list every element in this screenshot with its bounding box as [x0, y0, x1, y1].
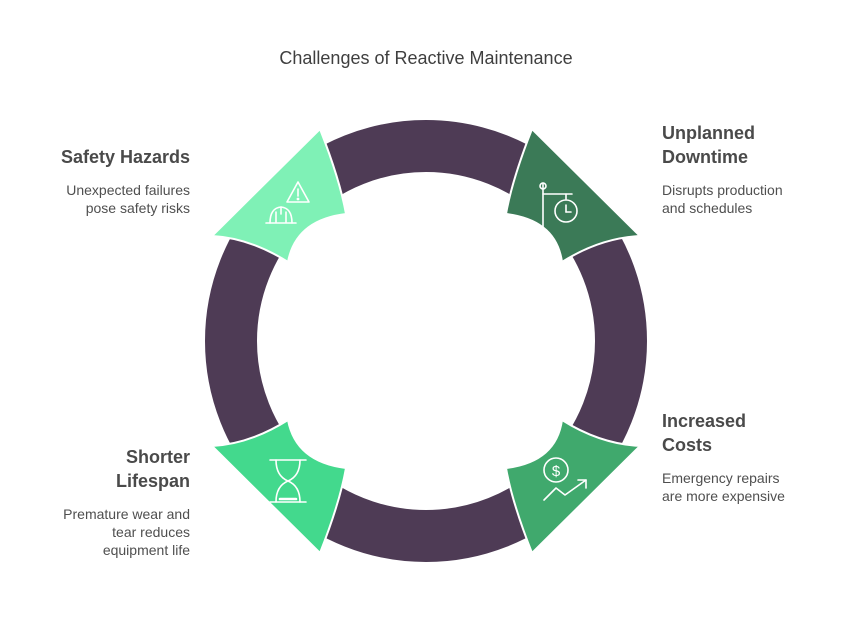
- heading-increased-costs: Increased Costs: [662, 411, 747, 455]
- segment-safety: [209, 127, 348, 264]
- description-safety-hazards: Unexpected failures pose safety risks: [66, 182, 190, 216]
- cycle-ring: [205, 120, 647, 562]
- warning-helmet-icon: [265, 181, 310, 224]
- label-safety-hazards: Safety Hazards Unexpected failures pose …: [20, 145, 190, 217]
- dollar-trend-icon: $: [543, 457, 587, 501]
- label-shorter-lifespan: Shorter Lifespan Premature wear and tear…: [20, 445, 190, 559]
- label-unplanned-downtime: Unplanned Downtime Disrupts production a…: [662, 121, 832, 217]
- segment-downtime: [504, 127, 643, 264]
- hourglass-icon: [269, 459, 307, 503]
- heading-shorter-lifespan: Shorter Lifespan: [115, 447, 190, 491]
- segment-costs: [504, 418, 643, 555]
- heading-unplanned-downtime: Unplanned Downtime: [662, 123, 755, 167]
- diagram-title: Challenges of Reactive Maintenance: [279, 48, 573, 68]
- label-increased-costs: Increased Costs Emergency repairs are mo…: [662, 409, 832, 505]
- svg-text:$: $: [552, 463, 561, 480]
- description-shorter-lifespan: Premature wear and tear reduces equipmen…: [63, 506, 190, 558]
- description-increased-costs: Emergency repairs are more expensive: [662, 470, 785, 504]
- stopwatch-sign-icon: [539, 182, 578, 229]
- heading-safety-hazards: Safety Hazards: [60, 147, 190, 167]
- segment-lifespan: [209, 418, 348, 555]
- description-unplanned-downtime: Disrupts production and schedules: [662, 182, 783, 216]
